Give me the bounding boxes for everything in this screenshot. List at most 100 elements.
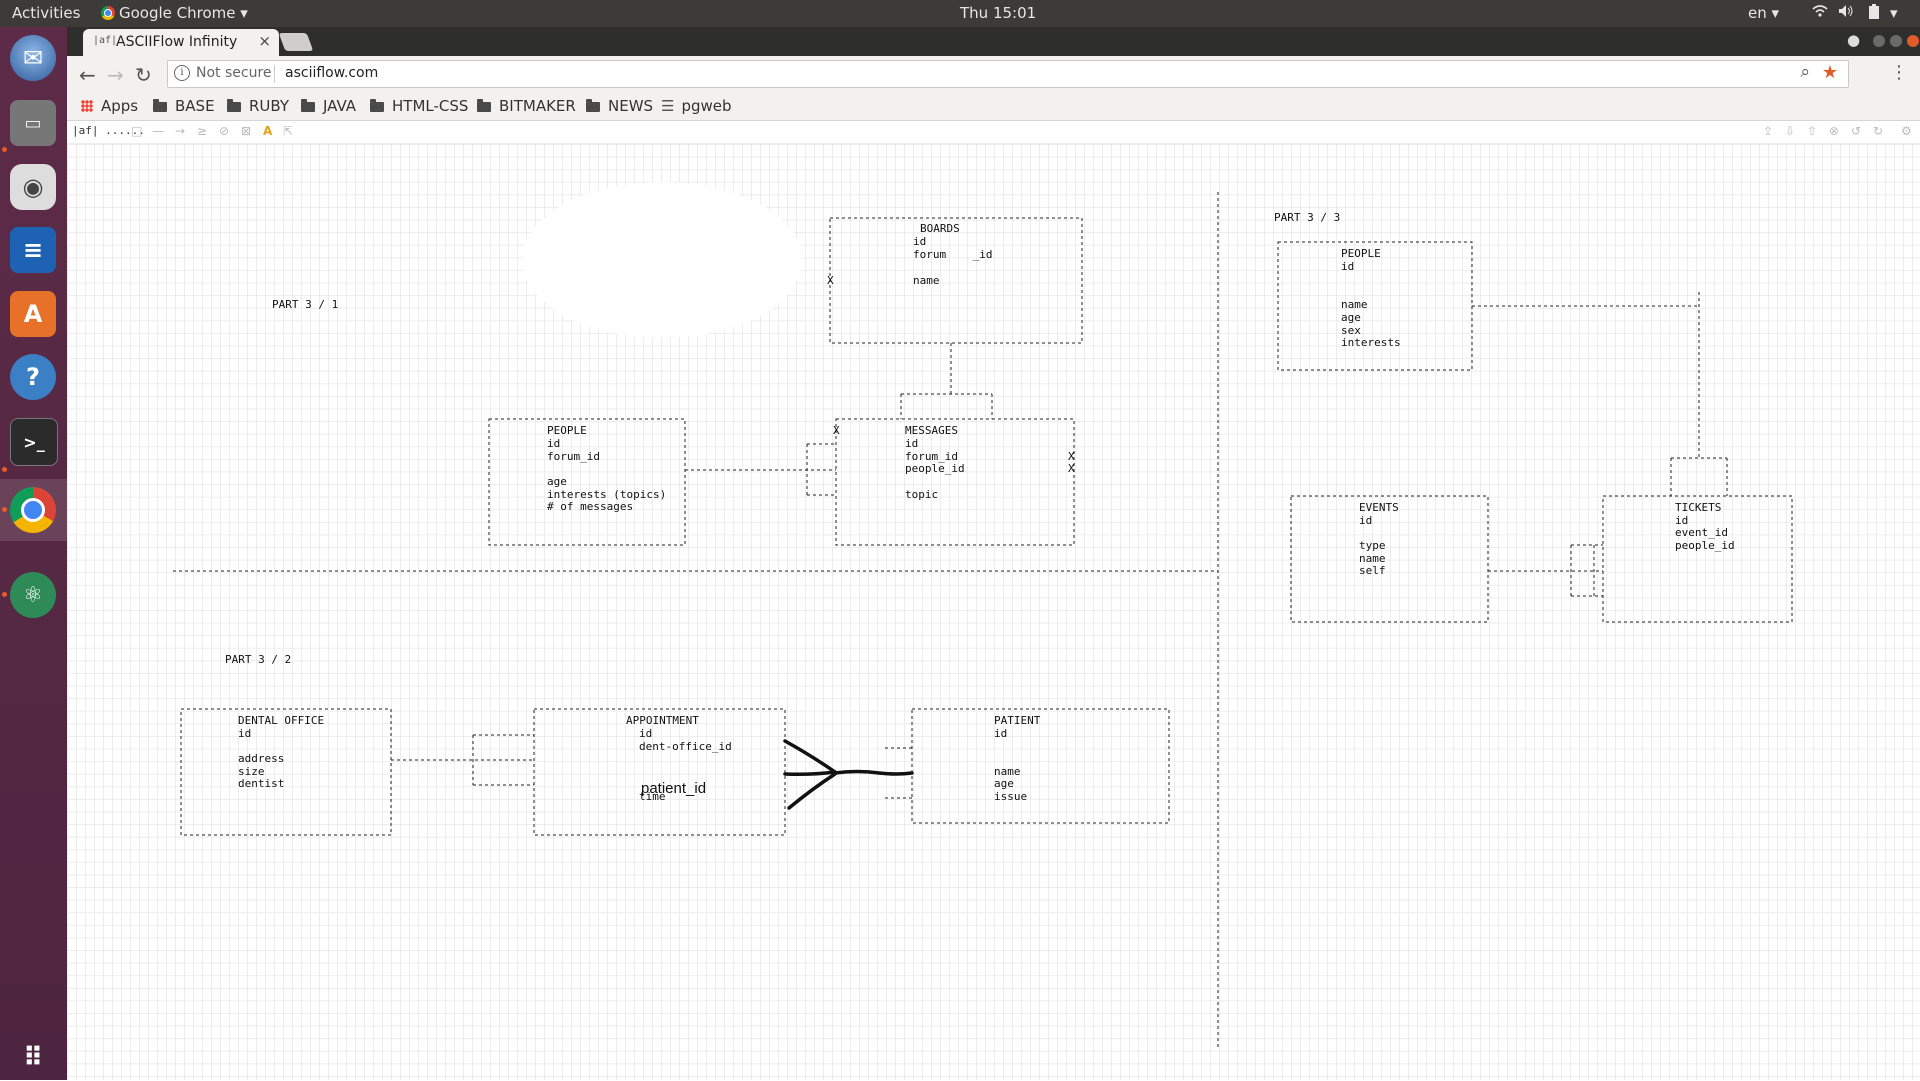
thunderbird-icon[interactable]: ✉ bbox=[10, 35, 56, 81]
bookmark-label: JAVA bbox=[323, 97, 357, 115]
software-center-icon[interactable]: A bbox=[10, 291, 56, 337]
patient-table[interactable] bbox=[911, 708, 1170, 824]
bookmark-ruby[interactable]: RUBY bbox=[227, 97, 289, 115]
tickets-field: people_id bbox=[1675, 539, 1735, 552]
appointment-field: dent-office_id bbox=[639, 740, 732, 753]
info-icon[interactable]: i bbox=[174, 65, 190, 81]
wifi-icon[interactable] bbox=[1812, 4, 1828, 22]
people1-title: PEOPLE bbox=[547, 424, 587, 437]
bookmark-label: NEWS bbox=[608, 97, 654, 115]
dental-field: size bbox=[238, 765, 265, 778]
messages-title: MESSAGES bbox=[905, 424, 958, 437]
rhythmbox-icon[interactable]: ◉ bbox=[10, 164, 56, 210]
asciiflow-logo[interactable]: |af| ...... bbox=[72, 124, 145, 137]
files-icon[interactable]: ▭ bbox=[10, 100, 56, 146]
bookmark-bitmaker[interactable]: BITMAKER bbox=[477, 97, 576, 115]
forward-icon[interactable]: → bbox=[107, 63, 124, 87]
tab-title: ASCIIFlow Infinity bbox=[116, 34, 238, 50]
import-icon[interactable]: ⇩ bbox=[1785, 124, 1796, 138]
help-icon[interactable]: ? bbox=[10, 354, 56, 400]
bookmark-html-css[interactable]: HTML-CSS bbox=[370, 97, 468, 115]
tab-asciiflow[interactable]: |af| ASCIIFlow Infinity × bbox=[83, 29, 279, 56]
bookmark-java[interactable]: JAVA bbox=[301, 97, 356, 115]
text-tool-icon[interactable]: A bbox=[263, 124, 273, 138]
bookmark-label: BITMAKER bbox=[499, 97, 576, 115]
bookmark-pgweb[interactable]: ☰pgweb bbox=[661, 97, 732, 115]
bookmark-label: HTML-CSS bbox=[392, 97, 469, 115]
running-indicator bbox=[2, 467, 7, 472]
appointment-table[interactable] bbox=[533, 708, 786, 836]
bookmark-label: Apps bbox=[101, 97, 139, 115]
part2-label: PART 3 / 2 bbox=[225, 653, 291, 666]
events-table[interactable] bbox=[1290, 495, 1489, 623]
events-field: name bbox=[1359, 552, 1386, 565]
boards-field: name bbox=[913, 274, 940, 287]
activities-button[interactable]: Activities bbox=[12, 4, 81, 22]
people1-table[interactable] bbox=[488, 418, 686, 546]
bookmark-label: RUBY bbox=[249, 97, 290, 115]
arrow-tool-icon[interactable]: → bbox=[175, 124, 186, 138]
crows-foot-mark bbox=[783, 770, 837, 776]
chrome-icon[interactable] bbox=[10, 487, 56, 533]
terminal-icon[interactable]: >_ bbox=[10, 418, 58, 466]
security-label[interactable]: Not secure bbox=[196, 65, 272, 81]
close-tab-icon[interactable]: × bbox=[258, 32, 271, 50]
address-bar[interactable]: i Not secure asciiflow.com ⌕ ★ bbox=[167, 60, 1849, 88]
bookmark-base[interactable]: BASE bbox=[153, 97, 215, 115]
search-icon[interactable]: ⌕ bbox=[1800, 62, 1810, 82]
separator bbox=[274, 65, 275, 83]
appointment-field: id bbox=[639, 727, 652, 740]
appointment-title: APPOINTMENT bbox=[626, 714, 699, 727]
more-menu-icon[interactable]: ⋮ bbox=[1890, 62, 1908, 83]
reload-icon[interactable]: ↻ bbox=[135, 63, 152, 87]
clock[interactable]: Thu 15:01 bbox=[960, 4, 1037, 22]
profile-icon[interactable]: ● bbox=[1847, 31, 1861, 49]
battery-icon[interactable] bbox=[1868, 4, 1880, 24]
people3-field: sex bbox=[1341, 324, 1361, 337]
move-tool-icon[interactable]: ⊠ bbox=[241, 124, 252, 138]
tickets-field: event_id bbox=[1675, 526, 1728, 539]
erase-tool-icon[interactable]: ⊘ bbox=[219, 124, 230, 138]
dental-office-table[interactable] bbox=[180, 708, 392, 836]
browser-toolbar: ← → ↻ i Not secure asciiflow.com ⌕ ★ ⋮ bbox=[67, 56, 1920, 92]
boards-field: id bbox=[913, 235, 926, 248]
launcher: ✉ ▭ ◉ ≡ A ? >_ ⚛ ⠿ bbox=[0, 27, 67, 1080]
language-indicator[interactable]: en ▾ bbox=[1748, 4, 1780, 22]
people3-table[interactable] bbox=[1277, 241, 1473, 371]
box-tool-icon[interactable]: □ bbox=[131, 124, 143, 138]
bookmarks-bar: Apps BASE RUBY JAVA HTML-CSS BITMAKER NE… bbox=[67, 92, 1920, 121]
undo-icon[interactable]: ↺ bbox=[1851, 124, 1862, 138]
minimize-button[interactable] bbox=[1873, 35, 1885, 47]
bookmark-news[interactable]: NEWS bbox=[586, 97, 653, 115]
part1-label: PART 3 / 1 bbox=[272, 298, 338, 311]
settings-icon[interactable]: ⚙ bbox=[1901, 124, 1912, 138]
boards-table[interactable] bbox=[829, 217, 1083, 344]
redo-icon[interactable]: ↻ bbox=[1873, 124, 1884, 138]
tab-strip: |af| ASCIIFlow Infinity × ● bbox=[67, 27, 1920, 56]
close-window-button[interactable] bbox=[1907, 35, 1919, 47]
app-menu[interactable]: Google Chrome ▾ bbox=[101, 4, 248, 22]
messages-table[interactable] bbox=[835, 418, 1075, 546]
chevron-down-icon: ▾ bbox=[240, 4, 248, 22]
clear-icon[interactable]: ⊗ bbox=[1829, 124, 1840, 138]
bookmark-apps[interactable]: Apps bbox=[81, 97, 138, 115]
select-tool-icon[interactable]: ⇱ bbox=[283, 124, 294, 138]
writer-icon[interactable]: ≡ bbox=[10, 227, 56, 273]
new-tab-button[interactable] bbox=[278, 33, 314, 51]
power-menu-icon[interactable]: ▾ bbox=[1890, 4, 1898, 22]
bookmark-star-icon[interactable]: ★ bbox=[1821, 62, 1838, 83]
export-icon[interactable]: ⇪ bbox=[1763, 124, 1774, 138]
people1-field: forum_id bbox=[547, 450, 600, 463]
tickets-table[interactable] bbox=[1602, 495, 1793, 623]
back-icon[interactable]: ← bbox=[79, 63, 96, 87]
freeform-tool-icon[interactable]: ≥ bbox=[197, 124, 208, 138]
show-apps-icon[interactable]: ⠿ bbox=[22, 1043, 44, 1073]
volume-icon[interactable] bbox=[1838, 4, 1856, 22]
messages-field: forum_id bbox=[905, 450, 958, 463]
line-tool-icon[interactable]: — bbox=[152, 124, 164, 138]
save-icon[interactable]: ⇧ bbox=[1807, 124, 1818, 138]
atom-icon[interactable]: ⚛ bbox=[10, 572, 56, 618]
drawing-canvas[interactable]: PART 3 / 1 PART 3 / 2 PART 3 / 3 BOARDS … bbox=[67, 144, 1920, 1080]
url-text[interactable]: asciiflow.com bbox=[285, 65, 379, 81]
maximize-button[interactable] bbox=[1890, 35, 1902, 47]
